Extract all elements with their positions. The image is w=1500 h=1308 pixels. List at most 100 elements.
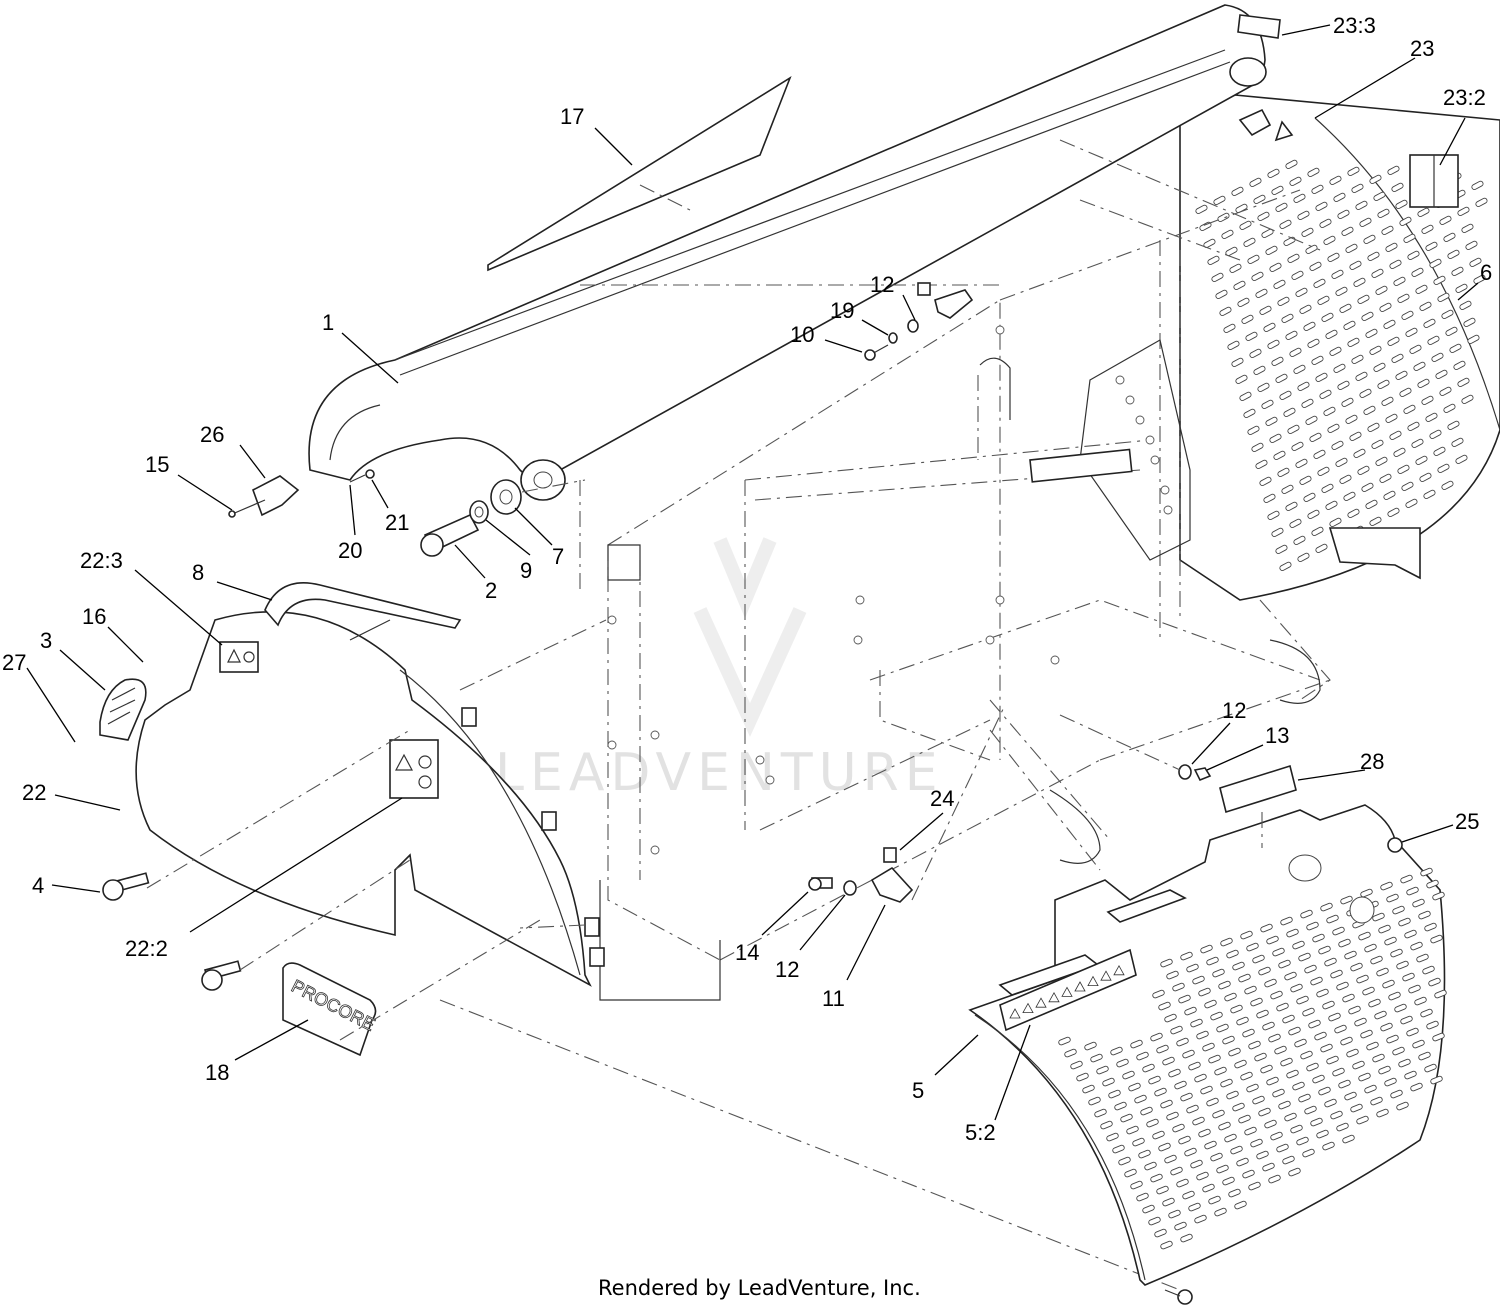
slot-hole [1282,1155,1295,1165]
slot-hole [1152,1130,1165,1140]
slot-hole [1365,328,1378,338]
slot-hole [1362,986,1375,996]
slot-hole [1332,926,1345,936]
frame-hole [1163,505,1173,515]
slot-hole [1295,287,1308,297]
slot-hole [1400,874,1413,884]
slot-hole [1403,404,1416,414]
slot-hole [1299,475,1312,485]
slot-hole [1220,937,1233,947]
slot-hole [1176,1037,1189,1047]
slot-hole [1176,1178,1189,1188]
slot-hole [1264,978,1277,988]
slot-hole [1384,1077,1397,1087]
slot-hole [1368,998,1381,1008]
slot-hole [1232,1102,1245,1112]
slot-hole [1275,544,1288,554]
slot-hole [1076,1072,1089,1082]
slot-hole [1303,321,1316,331]
slot-hole [1268,1033,1281,1043]
slot-hole [1284,971,1297,981]
slot-hole [1315,372,1328,382]
slot-hole [1275,202,1288,212]
callout-5: 5 [912,1078,924,1103]
callout-24: 24 [930,786,954,811]
slot-hole [1234,1200,1247,1210]
slot-hole [1235,374,1248,384]
slot-hole [1190,1159,1203,1169]
slot-hole [1412,1039,1425,1049]
frame-hole [1115,375,1125,385]
slot-hole [1292,940,1305,950]
slot-hole [1418,910,1431,920]
slot-hole [1338,1079,1351,1089]
slot-hole [1238,1114,1251,1124]
hinge-bracket-part-26 [252,475,300,517]
slot-hole [1315,201,1328,211]
slot-hole [1310,976,1323,986]
slot-hole [1270,990,1283,1000]
slot-hole [1363,234,1376,244]
slot-hole [1226,949,1239,959]
procore-decal-part-18: PROCORE [282,962,379,1057]
slot-hole [1355,371,1368,381]
frame-hole [650,730,660,740]
lower-cross-bar [1049,639,1321,864]
slot-hole [1150,1173,1163,1183]
slot-hole [1449,343,1462,353]
slot-hole [1330,1110,1343,1120]
slot-hole [1463,317,1476,327]
slot-hole [1164,1013,1177,1023]
slot-hole [1353,277,1366,287]
watermark-text: LEADVENTURE [495,743,944,803]
slot-hole [1335,286,1348,296]
slot-hole [1453,360,1466,370]
warning-triangle-icon [1113,964,1125,976]
frame-hole [855,595,865,605]
slot-hole [1344,950,1357,960]
callout-12-upper: 12 [870,272,894,297]
slot-hole [1369,345,1382,355]
slot-hole [1240,1071,1253,1081]
slot-hole [1230,1004,1243,1014]
slot-hole [1393,276,1406,286]
slot-hole [1397,293,1410,303]
slot-hole [1356,1115,1369,1125]
slot-hole [1343,320,1356,330]
slot-hole [1392,905,1405,915]
slot-hole [1447,420,1460,430]
slot-hole [1344,1091,1357,1101]
slot-hole [1429,429,1442,439]
slot-hole [1376,1108,1389,1118]
slot-hole [1407,250,1420,260]
slot-hole [1216,1164,1229,1174]
slot-hole [1214,1207,1227,1217]
slot-hole [1186,963,1199,973]
frame-hole [1125,395,1135,405]
callout-10: 10 [790,322,814,347]
slot-hole [1166,970,1179,980]
slot-hole [1337,209,1350,219]
slot-hole [1208,1054,1221,1064]
slot-hole [1358,931,1371,941]
slot-hole [1194,1214,1207,1224]
slot-hole [1298,1093,1311,1103]
bolt-lower-left [201,960,242,991]
callout-11: 11 [822,986,845,1011]
slot-hole [1289,518,1302,528]
slot-hole [1352,1060,1365,1070]
slot-hole [1399,387,1412,397]
slot-hole [1172,982,1185,992]
slot-hole [1400,1015,1413,1025]
decal-part-23-3 [1237,14,1281,39]
slot-hole [1370,1096,1383,1106]
slot-hole [1112,1144,1125,1154]
slot-hole [1441,309,1454,319]
slot-hole [1434,989,1447,999]
frame-hole [607,740,617,750]
slot-hole [1377,208,1390,218]
slot-hole [1378,924,1391,934]
slot-hole [1273,279,1286,289]
slot-hole [1461,223,1474,233]
slot-hole [1288,1026,1301,1036]
